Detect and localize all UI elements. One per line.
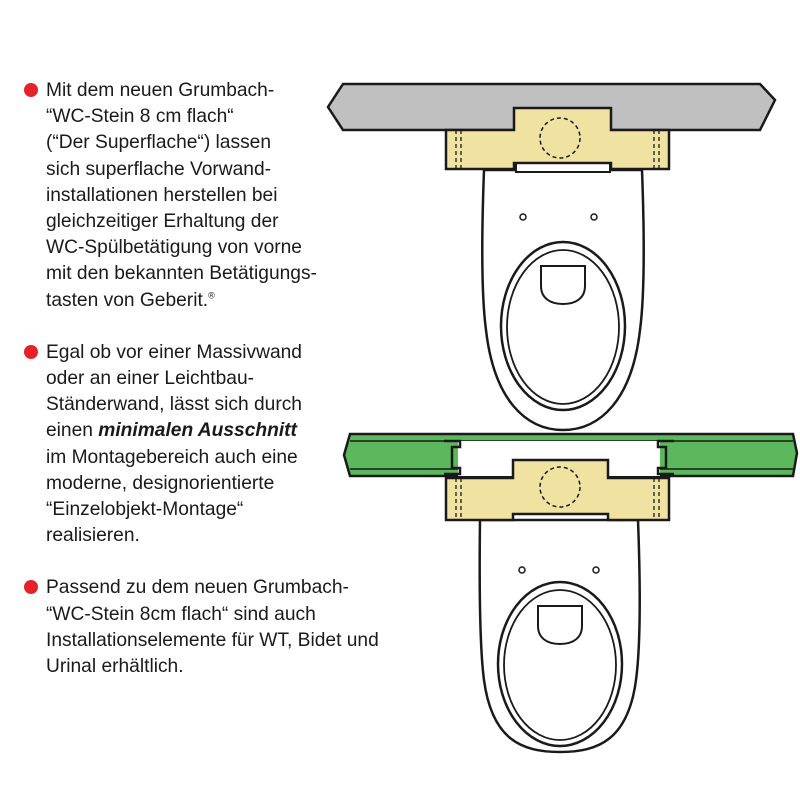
text-line: “WC-Stein 8 cm flach“ — [46, 106, 234, 128]
stud-profile-left — [444, 439, 462, 476]
text-line: WC-Spülbetätigung von vorne — [46, 237, 302, 259]
flush-pipe-circle — [539, 466, 581, 508]
text-line: Ständerwand, lässt sich durch — [46, 394, 302, 416]
bullet-paragraph-1: Mit dem neuen Grumbach- “WC-Stein 8 cm f… — [24, 78, 464, 314]
text-line: gleichzeitiger Erhaltung der — [46, 211, 279, 233]
text-line: tasten von Geberit. — [46, 289, 209, 311]
text-line: (“Der Superflache“) lassen — [46, 132, 272, 154]
text-line: Urinal erhältlich. — [46, 656, 184, 678]
red-bullet-icon — [24, 83, 38, 97]
text-line: sich superflache Vorwand- — [46, 158, 272, 180]
text-fragment: einen — [46, 420, 99, 442]
text-line: Egal ob vor einer Massivwand — [46, 341, 302, 363]
text-line: installationen herstellen bei — [46, 184, 278, 206]
drain-opening — [540, 265, 586, 306]
text-line: “Einzelobjekt-Montage“ — [46, 499, 244, 521]
flush-pipe-circle — [539, 117, 581, 159]
text-line: oder an einer Leichtbau- — [46, 368, 255, 390]
seat-hole-right — [590, 213, 598, 221]
text-line: Passend zu dem neuen Grumbach- — [46, 577, 349, 599]
bullet-paragraph-3: Passend zu dem neuen Grumbach- “WC-Stein… — [24, 575, 464, 680]
text-line: mit den bekannten Betätigungs- — [46, 263, 317, 285]
seat-ring-inner — [503, 589, 617, 741]
text-line: “WC-Stein 8cm flach“ sind auch — [46, 603, 316, 625]
red-bullet-icon — [24, 580, 38, 595]
toilet-drywall-diagram — [342, 432, 799, 754]
seat-hole-right — [592, 566, 600, 574]
text-line: moderne, designorientierte — [46, 472, 275, 494]
text-line-emphasis: einen minimalen Ausschnitt — [46, 418, 464, 444]
text-column: Mit dem neuen Grumbach- “WC-Stein 8 cm f… — [24, 78, 464, 706]
stud-profile-right — [656, 439, 674, 476]
emphasis-text: minimalen Ausschnitt — [98, 420, 297, 442]
text-line: Installationselemente für WT, Bidet und — [46, 629, 379, 651]
registered-mark: ® — [208, 290, 215, 301]
text-line-with-mark: tasten von Geberit.® — [46, 288, 464, 314]
bullet-paragraph-2: Egal ob vor einer Massivwand oder an ein… — [24, 340, 464, 550]
text-line: im Montagebereich auch eine — [46, 446, 298, 468]
seat-hole-left — [518, 566, 526, 574]
seat-hole-left — [519, 213, 527, 221]
toilet-solid-wall-diagram — [326, 82, 777, 432]
seat-ring-inner — [506, 249, 620, 405]
text-line: realisieren. — [46, 525, 140, 547]
text-line: Mit dem neuen Grumbach- — [46, 80, 275, 101]
drain-opening — [537, 605, 583, 646]
red-bullet-icon — [24, 344, 38, 359]
